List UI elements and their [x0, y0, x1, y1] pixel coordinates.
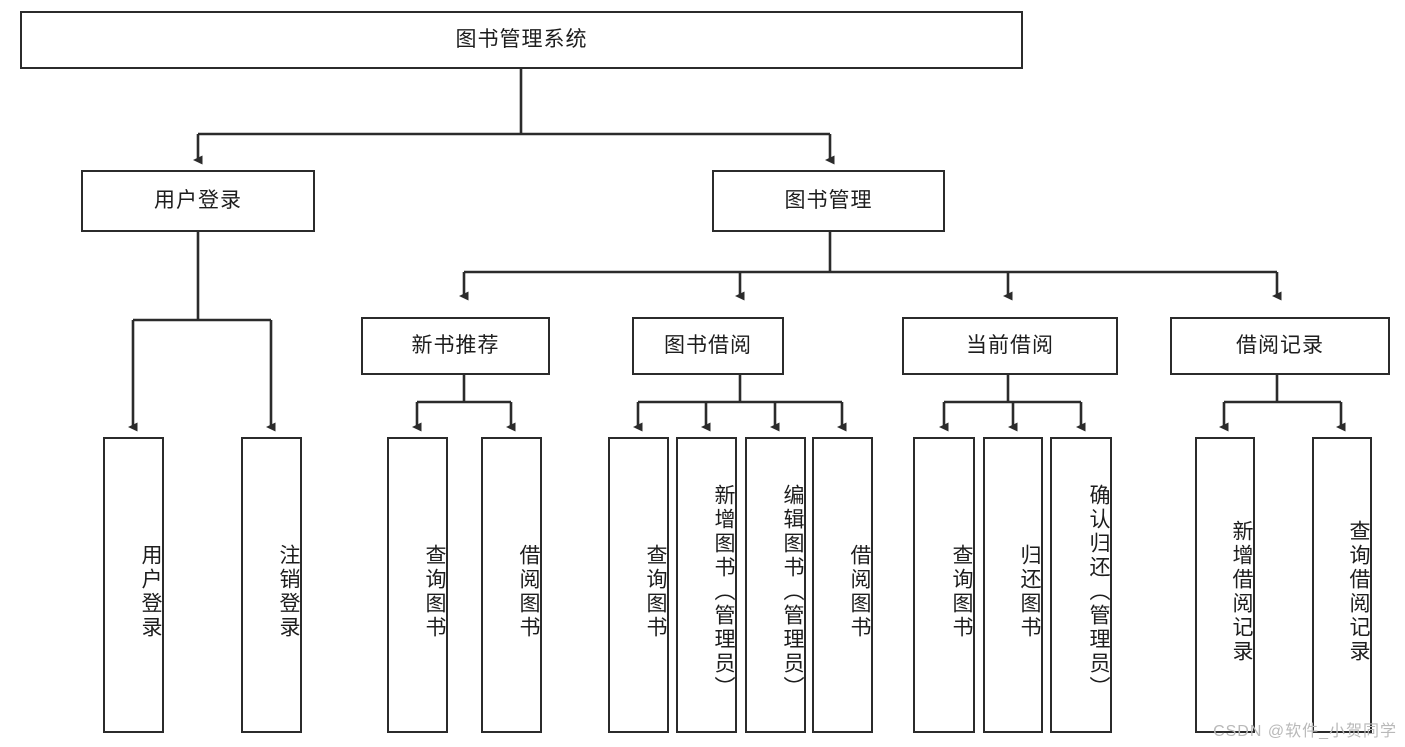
- leaf-user-login-label: 用户登录: [139, 544, 162, 640]
- node-borrow-record-label: 借阅记录: [1236, 334, 1324, 358]
- watermark-text: CSDN @软件_小贺同学: [1213, 723, 1397, 740]
- leaf-user-login[interactable]: 用户登录: [103, 437, 164, 733]
- leaf-return-book-label: 归还图书: [1018, 544, 1041, 640]
- leaf-add-book[interactable]: 新增图书（管理员）: [676, 437, 737, 733]
- node-book-management-label: 图书管理: [784, 189, 873, 213]
- node-root-label: 图书管理系统: [455, 28, 588, 52]
- leaf-query-book-2-label: 查询图书: [644, 544, 667, 640]
- node-current-borrow[interactable]: 当前借阅: [902, 317, 1118, 375]
- leaf-confirm-return[interactable]: 确认归还（管理员）: [1050, 437, 1112, 733]
- node-new-book-recommend-label: 新书推荐: [411, 334, 500, 358]
- node-root[interactable]: 图书管理系统: [20, 11, 1023, 69]
- node-book-borrow[interactable]: 图书借阅: [632, 317, 784, 375]
- leaf-query-book-3[interactable]: 查询图书: [913, 437, 975, 733]
- leaf-borrow-book-2[interactable]: 借阅图书: [812, 437, 873, 733]
- node-book-management[interactable]: 图书管理: [712, 170, 945, 232]
- node-borrow-record[interactable]: 借阅记录: [1170, 317, 1390, 375]
- leaf-logout-label: 注销登录: [277, 544, 300, 640]
- node-user-login[interactable]: 用户登录: [81, 170, 315, 232]
- leaf-query-record[interactable]: 查询借阅记录: [1312, 437, 1372, 733]
- leaf-query-book-3-label: 查询图书: [950, 544, 973, 640]
- node-user-login-label: 用户登录: [154, 189, 242, 213]
- leaf-query-book-1-label: 查询图书: [423, 544, 446, 640]
- leaf-borrow-book-1-label: 借阅图书: [517, 544, 540, 640]
- leaf-query-book-2[interactable]: 查询图书: [608, 437, 669, 733]
- leaf-add-record-label: 新增借阅记录: [1230, 520, 1253, 664]
- leaf-query-book-1[interactable]: 查询图书: [387, 437, 448, 733]
- leaf-add-record[interactable]: 新增借阅记录: [1195, 437, 1255, 733]
- node-book-borrow-label: 图书借阅: [664, 334, 752, 358]
- leaf-add-book-label: 新增图书（管理员）: [712, 484, 735, 700]
- leaf-borrow-book-2-label: 借阅图书: [848, 544, 871, 640]
- leaf-confirm-return-label: 确认归还（管理员）: [1087, 484, 1110, 700]
- node-current-borrow-label: 当前借阅: [966, 334, 1054, 358]
- leaf-logout[interactable]: 注销登录: [241, 437, 302, 733]
- leaf-return-book[interactable]: 归还图书: [983, 437, 1043, 733]
- leaf-edit-book-label: 编辑图书（管理员）: [781, 484, 804, 700]
- leaf-borrow-book-1[interactable]: 借阅图书: [481, 437, 542, 733]
- leaf-query-record-label: 查询借阅记录: [1347, 520, 1370, 664]
- node-new-book-recommend[interactable]: 新书推荐: [361, 317, 550, 375]
- leaf-edit-book[interactable]: 编辑图书（管理员）: [745, 437, 806, 733]
